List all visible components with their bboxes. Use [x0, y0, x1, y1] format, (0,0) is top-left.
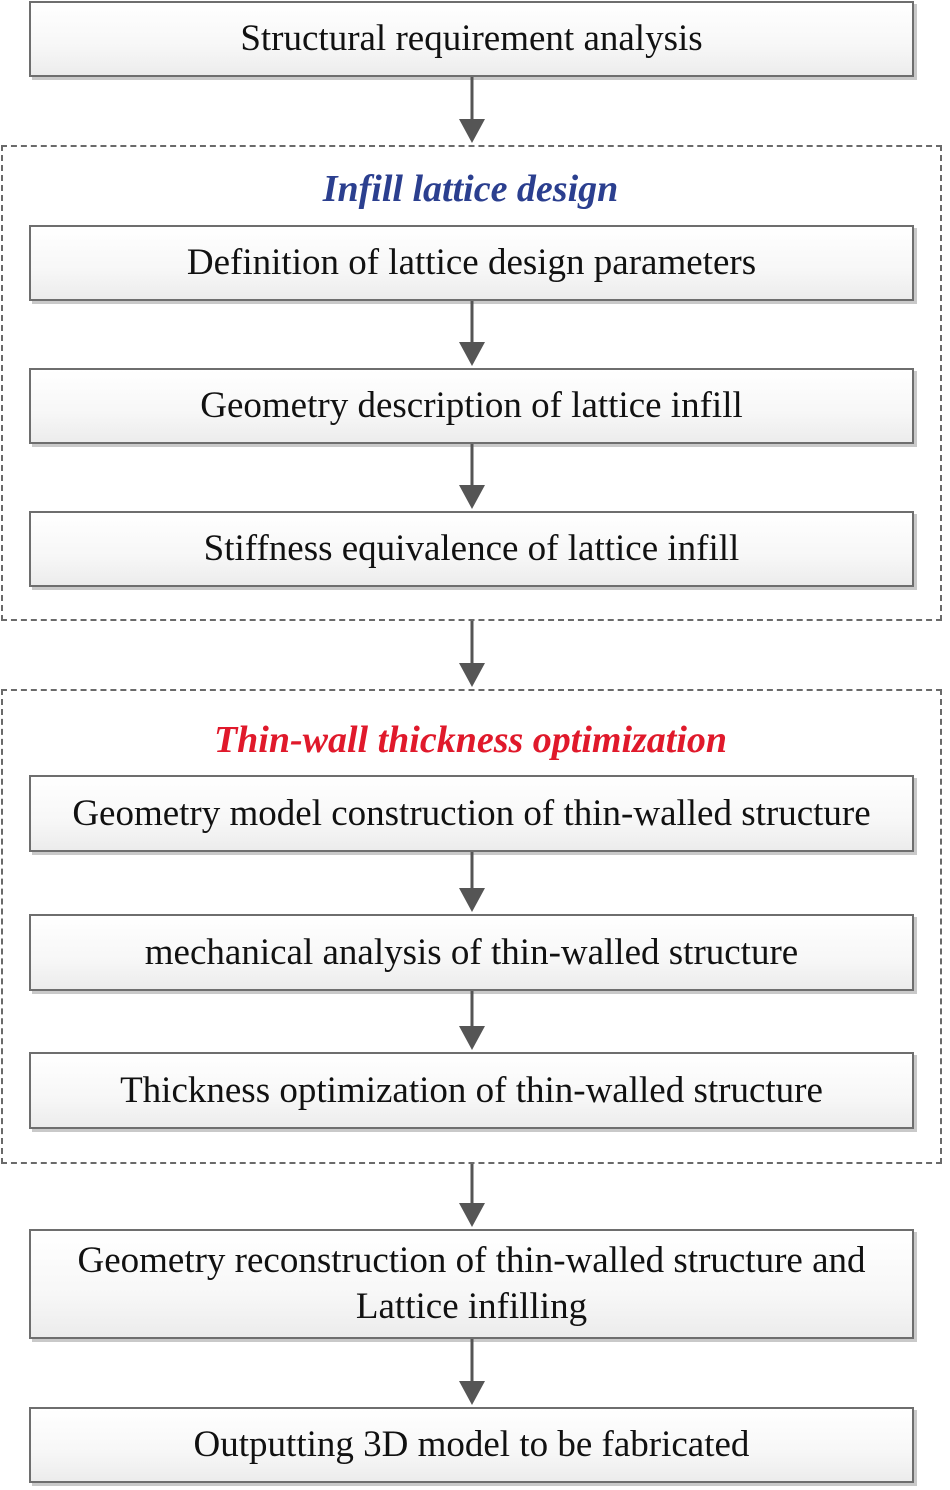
arrow-down-icon: [459, 1164, 485, 1227]
step-label: Geometry reconstruction of thin-walled s…: [77, 1240, 866, 1327]
group-title-thin-wall-thickness-optimization: Thin-wall thickness optimization: [213, 719, 728, 761]
arrow-down-icon: [459, 621, 485, 687]
step-outputting-3d-model: Outputting 3D model to be fabricated: [29, 1407, 914, 1483]
step-thickness-optimization: Thickness optimization of thin-walled st…: [29, 1052, 914, 1129]
step-structural-requirement-analysis: Structural requirement analysis: [29, 1, 914, 77]
step-label: Geometry description of lattice infill: [200, 385, 743, 426]
arrow-down-icon: [459, 77, 485, 143]
arrow-down-icon: [459, 991, 485, 1050]
step-label: Thickness optimization of thin-walled st…: [120, 1069, 823, 1111]
group-infill-lattice-design: [1, 145, 942, 621]
group-thin-wall-thickness-optimization: [1, 689, 942, 1164]
arrow-down-icon: [459, 852, 485, 912]
arrow-down-icon: [459, 444, 485, 509]
step-definition-of-lattice-design-parameters: Definition of lattice design parameters: [29, 225, 914, 301]
step-mechanical-analysis: mechanical analysis of thin-walled struc…: [29, 914, 914, 991]
step-label: mechanical analysis of thin-walled struc…: [144, 931, 799, 973]
step-geometry-description-of-lattice-infill: Geometry description of lattice infill: [29, 368, 914, 444]
step-geometry-reconstruction-and-lattice-infilling: Geometry reconstruction of thin-walled s…: [29, 1229, 914, 1339]
step-label: Structural requirement analysis: [240, 18, 703, 59]
step-label: Outputting 3D model to be fabricated: [193, 1424, 750, 1465]
step-stiffness-equivalence-of-lattice-infill: Stiffness equivalence of lattice infill: [29, 511, 914, 587]
step-label: Stiffness equivalence of lattice infill: [203, 528, 740, 569]
step-geometry-model-construction: Geometry model construction of thin-wall…: [29, 775, 914, 852]
step-label: Geometry model construction of thin-wall…: [72, 792, 871, 834]
step-label: Definition of lattice design parameters: [186, 242, 757, 283]
group-title-infill-lattice-design: Infill lattice design: [322, 168, 619, 210]
arrow-down-icon: [459, 1339, 485, 1405]
arrow-down-icon: [459, 301, 485, 366]
